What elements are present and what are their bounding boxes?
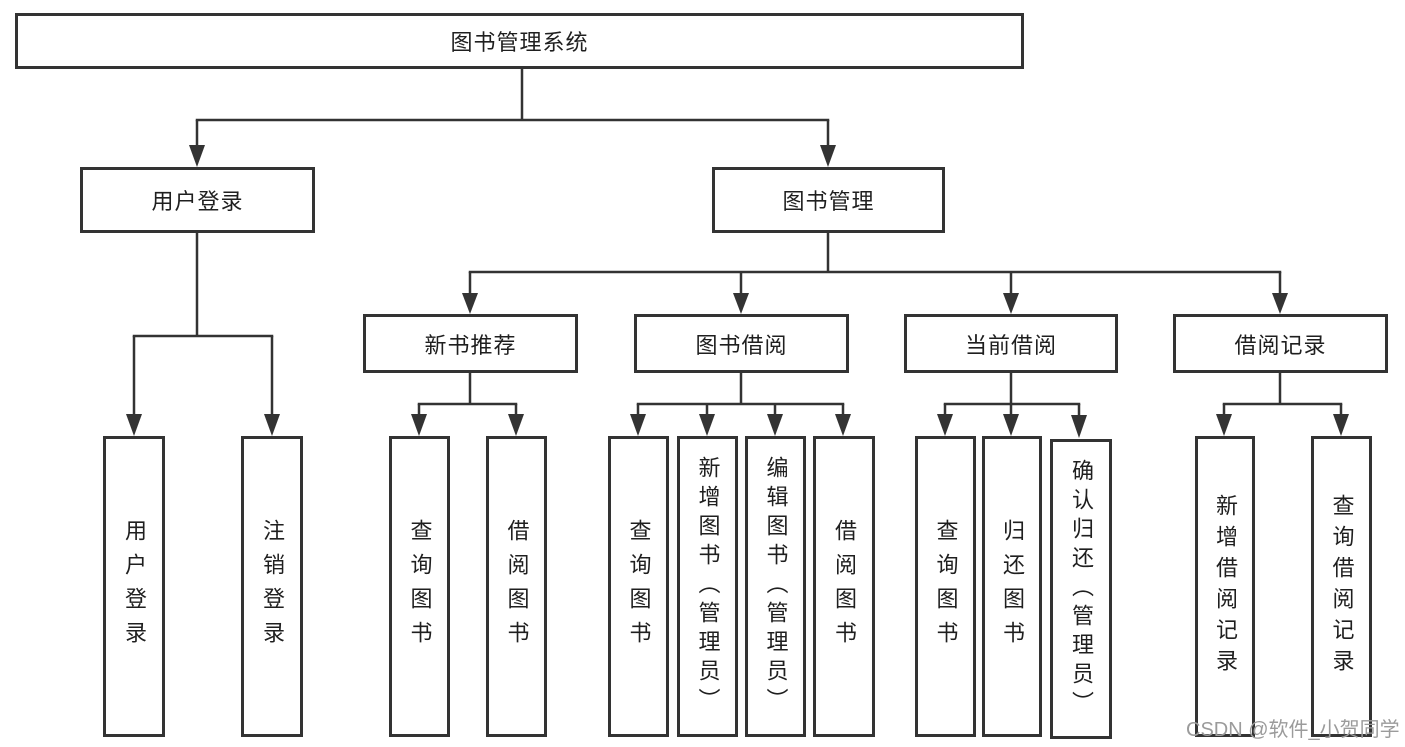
node-user-login-label: 用户登录 [151, 189, 244, 214]
leaf-query-borrow-record: 查询借阅记录 [1311, 436, 1372, 737]
leaf-return-books: 归还图书 [982, 436, 1042, 737]
leaf-borrow-books-1-label: 借阅图书 [504, 518, 530, 655]
leaf-query-books-2-label: 查询图书 [626, 518, 652, 655]
leaf-add-book-admin: 新增图书（管理员） [677, 436, 738, 737]
leaf-logout-label: 注销登录 [260, 518, 285, 655]
leaf-edit-book-admin: 编辑图书（管理员） [745, 436, 806, 737]
leaf-add-book-admin-label: 新增图书（管理员） [695, 456, 721, 717]
node-new-book-recommend: 新书推荐 [363, 314, 578, 373]
leaf-add-borrow-record: 新增借阅记录 [1195, 436, 1255, 737]
node-book-borrowing-label: 图书借阅 [695, 332, 788, 358]
leaf-user-login-label: 用户登录 [122, 518, 147, 655]
node-new-book-recommend-label: 新书推荐 [424, 332, 517, 358]
leaf-query-books-3: 查询图书 [915, 436, 976, 737]
leaf-user-login: 用户登录 [103, 436, 165, 737]
node-borrowing-records: 借阅记录 [1173, 314, 1388, 373]
node-current-borrowing: 当前借阅 [904, 314, 1118, 373]
leaf-add-borrow-record-label: 新增借阅记录 [1213, 493, 1238, 680]
leaf-query-borrow-record-label: 查询借阅记录 [1329, 493, 1355, 680]
leaf-confirm-return-admin-label: 确认归还（管理员） [1069, 458, 1094, 720]
leaf-query-books-2: 查询图书 [608, 436, 669, 737]
leaf-query-books-1-label: 查询图书 [407, 518, 433, 655]
node-borrowing-records-label: 借阅记录 [1234, 332, 1327, 358]
leaf-borrow-books-2-label: 借阅图书 [832, 518, 857, 655]
leaf-confirm-return-admin: 确认归还（管理员） [1050, 439, 1112, 739]
leaf-edit-book-admin-label: 编辑图书（管理员） [763, 456, 789, 717]
node-book-management: 图书管理 [712, 167, 945, 233]
node-root: 图书管理系统 [15, 13, 1024, 69]
leaf-query-books-1: 查询图书 [389, 436, 450, 737]
watermark-text: CSDN @软件_小贺同学 [1186, 719, 1400, 741]
node-book-management-label: 图书管理 [782, 189, 875, 214]
leaf-borrow-books-1: 借阅图书 [486, 436, 547, 737]
leaf-return-books-label: 归还图书 [1000, 518, 1025, 655]
node-book-borrowing: 图书借阅 [634, 314, 849, 373]
node-root-label: 图书管理系统 [450, 30, 589, 55]
leaf-logout: 注销登录 [241, 436, 303, 737]
leaf-query-books-3-label: 查询图书 [933, 518, 959, 655]
node-user-login: 用户登录 [80, 167, 315, 233]
leaf-borrow-books-2: 借阅图书 [813, 436, 875, 737]
node-current-borrowing-label: 当前借阅 [964, 332, 1057, 358]
